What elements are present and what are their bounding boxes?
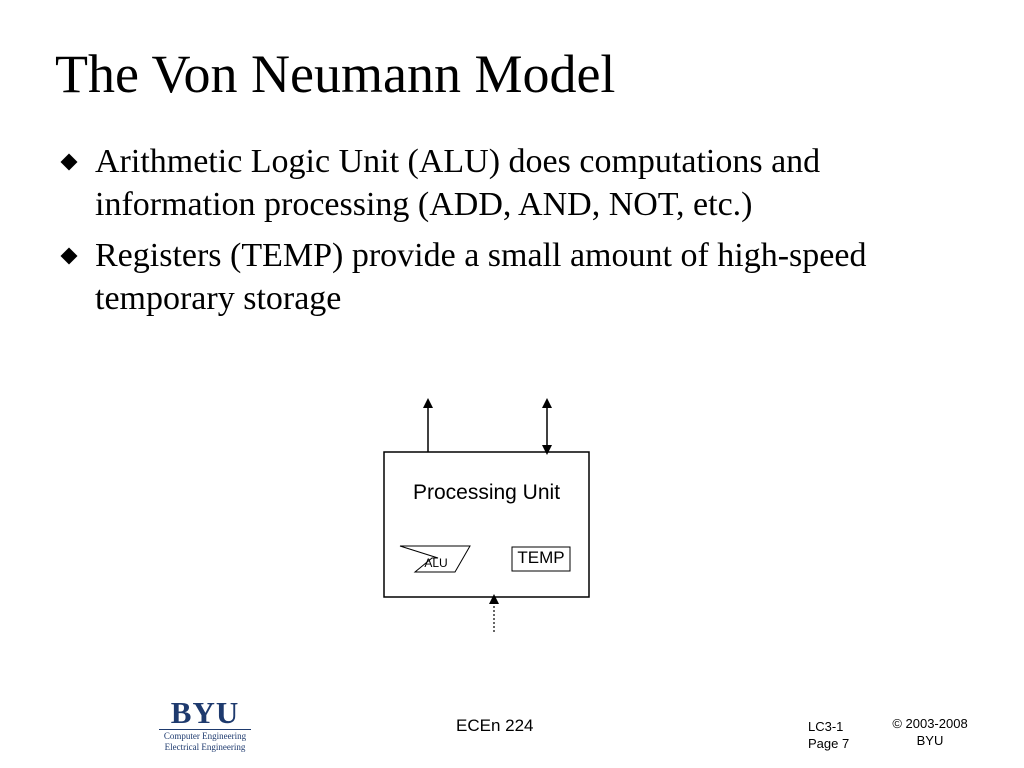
logo-line-electrical-engineering: Electrical Engineering <box>164 742 246 752</box>
diamond-bullet-icon <box>60 247 78 265</box>
page-reference: LC3-1 Page 7 <box>808 718 849 752</box>
logo-line-computer-engineering: Computer Engineering <box>163 731 247 741</box>
copyright-owner: BYU <box>916 733 944 748</box>
page-number: Page 7 <box>808 736 850 751</box>
processing-unit-label: Processing Unit <box>412 481 561 504</box>
slide-title: The Von Neumann Model <box>55 44 616 104</box>
processing-unit-diagram: Processing Unit ALU TEMP <box>360 395 620 635</box>
temp-register-box <box>511 546 571 572</box>
processing-unit-box <box>383 451 590 598</box>
course-code: ECEn 224 <box>456 716 534 735</box>
bullet-item-alu: Arithmetic Logic Unit (ALU) does computa… <box>60 140 960 226</box>
byu-logo: BYU Computer Engineering Electrical Engi… <box>155 695 255 762</box>
diamond-bullet-icon <box>60 153 78 171</box>
lecture-code: LC3-1 <box>808 719 844 734</box>
diagram-graphics <box>383 398 590 632</box>
copyright-years: © 2003-2008 <box>892 716 968 731</box>
bullet-text: Registers (TEMP) provide a small amount … <box>95 237 867 317</box>
bullet-item-registers: Registers (TEMP) provide a small amount … <box>60 234 960 320</box>
bullet-list: Arithmetic Logic Unit (ALU) does computa… <box>60 140 960 328</box>
alu-label: ALU <box>424 556 448 570</box>
alu-shape <box>399 545 471 573</box>
logo-wordmark: BYU <box>170 695 240 730</box>
logo-divider <box>159 729 251 730</box>
temp-label: TEMP <box>517 548 565 567</box>
bullet-text: Arithmetic Logic Unit (ALU) does computa… <box>95 143 821 223</box>
copyright-notice: © 2003-2008 BYU <box>880 715 980 749</box>
